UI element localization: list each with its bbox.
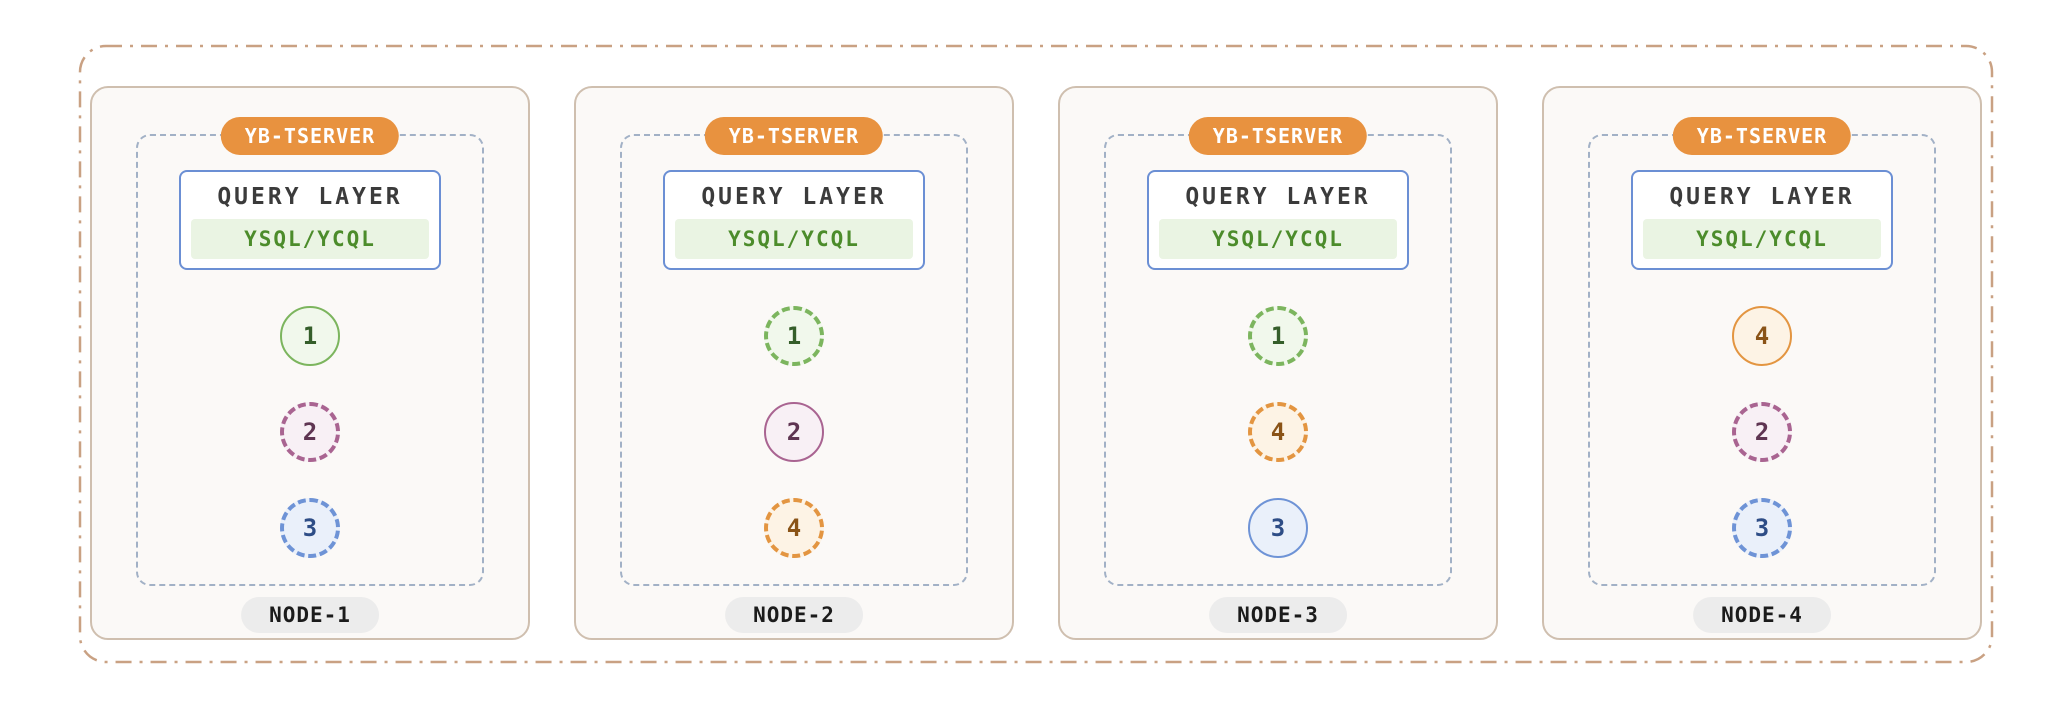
- tablet-number: 3: [1754, 514, 1770, 542]
- tablet-list: 1 2 4: [764, 306, 824, 558]
- cluster-boundary: YB-TSERVER QUERY LAYER YSQL/YCQL 1 2 3 N…: [78, 44, 1994, 664]
- tablet-number: 3: [1270, 514, 1286, 542]
- node-card-2: YB-TSERVER QUERY LAYER YSQL/YCQL 1 2 4 N…: [574, 86, 1014, 640]
- tserver-boundary: QUERY LAYER YSQL/YCQL 4 2 3: [1588, 134, 1936, 586]
- node-label-pill: NODE-2: [725, 597, 863, 633]
- query-layer-title: QUERY LAYER: [1185, 184, 1371, 210]
- tserver-badge: YB-TSERVER: [1188, 117, 1368, 155]
- tserver-boundary: QUERY LAYER YSQL/YCQL 1 4 3: [1104, 134, 1452, 586]
- cluster-dashdot-border: [78, 44, 1994, 664]
- tserver-boundary: QUERY LAYER YSQL/YCQL 1 2 4: [620, 134, 968, 586]
- tablet-circle: 4: [1732, 306, 1792, 366]
- tablet-number: 1: [1270, 322, 1286, 350]
- node-label-pill: NODE-4: [1693, 597, 1831, 633]
- tablet-number: 3: [302, 514, 318, 542]
- tablet-number: 2: [786, 418, 802, 446]
- tablet-circle: 2: [1732, 402, 1792, 462]
- tablet-list: 4 2 3: [1732, 306, 1792, 558]
- api-label: YSQL/YCQL: [675, 219, 913, 259]
- api-label: YSQL/YCQL: [1643, 219, 1881, 259]
- nodes-row: YB-TSERVER QUERY LAYER YSQL/YCQL 1 2 3 N…: [78, 44, 1994, 664]
- node-card-4: YB-TSERVER QUERY LAYER YSQL/YCQL 4 2 3 N…: [1542, 86, 1982, 640]
- query-layer-title: QUERY LAYER: [1669, 184, 1855, 210]
- query-layer-box: QUERY LAYER YSQL/YCQL: [179, 170, 441, 270]
- tablet-circle: 2: [280, 402, 340, 462]
- tablet-circle: 4: [1248, 402, 1308, 462]
- api-label: YSQL/YCQL: [191, 219, 429, 259]
- api-label: YSQL/YCQL: [1159, 219, 1397, 259]
- tablet-number: 2: [302, 418, 318, 446]
- tserver-badge: YB-TSERVER: [1672, 117, 1852, 155]
- tablet-list: 1 4 3: [1248, 306, 1308, 558]
- tablet-number: 1: [302, 322, 318, 350]
- tablet-list: 1 2 3: [280, 306, 340, 558]
- query-layer-title: QUERY LAYER: [217, 184, 403, 210]
- tserver-boundary: QUERY LAYER YSQL/YCQL 1 2 3: [136, 134, 484, 586]
- tablet-circle: 1: [1248, 306, 1308, 366]
- tablet-number: 1: [786, 322, 802, 350]
- query-layer-box: QUERY LAYER YSQL/YCQL: [1631, 170, 1893, 270]
- tablet-circle: 3: [1248, 498, 1308, 558]
- tablet-number: 2: [1754, 418, 1770, 446]
- tablet-circle: 3: [280, 498, 340, 558]
- node-card-3: YB-TSERVER QUERY LAYER YSQL/YCQL 1 4 3 N…: [1058, 86, 1498, 640]
- node-label-pill: NODE-1: [241, 597, 379, 633]
- query-layer-box: QUERY LAYER YSQL/YCQL: [663, 170, 925, 270]
- tablet-circle: 2: [764, 402, 824, 462]
- tablet-number: 4: [1270, 418, 1286, 446]
- query-layer-box: QUERY LAYER YSQL/YCQL: [1147, 170, 1409, 270]
- tserver-badge: YB-TSERVER: [220, 117, 400, 155]
- tserver-badge: YB-TSERVER: [704, 117, 884, 155]
- tablet-circle: 1: [280, 306, 340, 366]
- query-layer-title: QUERY LAYER: [701, 184, 887, 210]
- tablet-number: 4: [786, 514, 802, 542]
- tablet-number: 4: [1754, 322, 1770, 350]
- node-card-1: YB-TSERVER QUERY LAYER YSQL/YCQL 1 2 3 N…: [90, 86, 530, 640]
- node-label-pill: NODE-3: [1209, 597, 1347, 633]
- tablet-circle: 1: [764, 306, 824, 366]
- tablet-circle: 3: [1732, 498, 1792, 558]
- tablet-circle: 4: [764, 498, 824, 558]
